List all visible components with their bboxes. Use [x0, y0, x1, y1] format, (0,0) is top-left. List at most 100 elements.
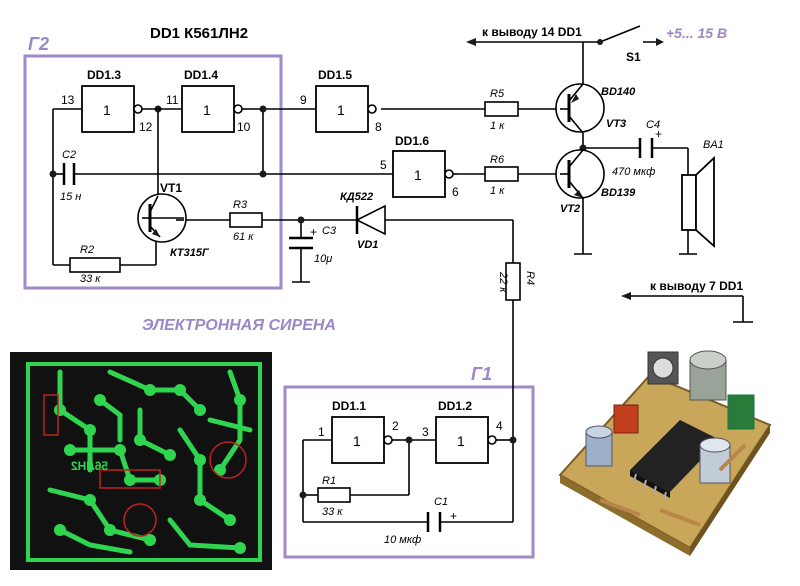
- resistor-r4: R4 22 к: [497, 262, 536, 301]
- gate-dd1-2: DD1.2 1 3 4: [422, 399, 503, 464]
- gate-symbol: 1: [457, 433, 465, 449]
- gate-dd1-5: DD1.5 1 9 8: [300, 68, 382, 134]
- c1-ref: C1: [434, 496, 448, 508]
- board-resistors: [599, 443, 747, 527]
- vt3-type: BD140: [601, 86, 636, 98]
- gate-out-pin: 4: [496, 419, 503, 433]
- vt3-ref: VT3: [606, 118, 626, 130]
- gate-in-pin: 11: [166, 93, 179, 107]
- c4-value: 470 мкф: [612, 166, 655, 178]
- r3-value: 61 к: [233, 231, 254, 243]
- gate-dd1-3: DD1.3 1 13 12: [61, 68, 165, 134]
- r5-ref: R5: [490, 88, 505, 100]
- transistor-vt2: VT2 BD139: [555, 149, 636, 215]
- board-trimmer: [647, 351, 679, 385]
- transistor-vt1: VT1 КТ315Г: [137, 181, 210, 259]
- gate-name: DD1.5: [318, 68, 352, 82]
- r3-ref: R3: [233, 199, 248, 211]
- r5-value: 1 к: [490, 120, 505, 132]
- resistor-r2: R2 33 к: [69, 244, 121, 285]
- board-transistor-can: [689, 350, 727, 401]
- caption-electronic-siren: ЭЛЕКТРОННАЯ СИРЕНА: [142, 317, 336, 334]
- gate-name: DD1.1: [332, 399, 366, 413]
- to-pin14-label: к выводу 14 DD1: [482, 25, 582, 39]
- resistor-r1: R1 33 к: [317, 475, 351, 518]
- diode-vd1: КД522 VD1: [340, 191, 386, 251]
- switch-s1-label: S1: [626, 50, 641, 64]
- gate-symbol: 1: [203, 102, 211, 118]
- figure-title: DD1 К561ЛН2: [150, 25, 248, 42]
- speaker-ba1: BA1: [681, 139, 724, 249]
- c2-ref: C2: [62, 149, 76, 161]
- r2-value: 33 к: [80, 273, 101, 285]
- r2-ref: R2: [80, 244, 94, 256]
- c4-ref: C4: [646, 119, 660, 131]
- c3-polarity: +: [310, 225, 317, 239]
- generator-g1-label: Г1: [471, 364, 492, 384]
- ba1-ref: BA1: [703, 139, 724, 151]
- gate-in-pin: 1: [318, 425, 325, 439]
- board-connector: [727, 394, 755, 430]
- gate-out-pin: 2: [392, 419, 399, 433]
- c3-ref: C3: [322, 225, 337, 237]
- r1-ref: R1: [322, 475, 336, 487]
- gate-name: DD1.4: [184, 68, 218, 82]
- gate-in-pin: 5: [380, 158, 387, 172]
- pcb-silk-text: 56ЛН2: [71, 459, 108, 473]
- gate-symbol: 1: [353, 433, 361, 449]
- to-pin7-label: к выводу 7 DD1: [650, 279, 743, 293]
- vd1-type: КД522: [340, 191, 373, 203]
- gate-in-pin: 3: [422, 425, 429, 439]
- c1-value: 10 мкф: [384, 534, 421, 546]
- gate-in-pin: 13: [61, 93, 75, 107]
- capacitor-c2: C2 15 н: [60, 149, 81, 203]
- gate-symbol: 1: [337, 102, 345, 118]
- vt2-type: BD139: [601, 187, 636, 199]
- capacitor-c3: + C3 10μ: [289, 225, 337, 265]
- r1-value: 33 к: [322, 506, 343, 518]
- generator-g2-label: Г2: [28, 34, 49, 54]
- gate-dd1-1: DD1.1 1 1 2: [318, 399, 399, 464]
- pcb-layout-image: 56ЛН2: [10, 352, 272, 570]
- capacitor-c4: + C4 470 мкф: [612, 119, 662, 178]
- resistor-r3: R3 61 к: [229, 199, 263, 243]
- c4-polarity: +: [655, 127, 662, 141]
- supply-voltage-label: +5... 15 В: [666, 25, 727, 41]
- r4-value: 22 к: [497, 271, 509, 293]
- vt1-type: КТ315Г: [170, 247, 210, 259]
- resistor-r6: R6 1 к: [484, 154, 519, 197]
- c3-value: 10μ: [314, 253, 332, 265]
- gate-out-pin: 10: [237, 120, 251, 134]
- board-electrolytic-cap-left: [585, 425, 613, 467]
- board-film-cap: [613, 404, 639, 434]
- generator-g1-frame: [283, 385, 535, 559]
- vd1-ref: VD1: [357, 239, 378, 251]
- gate-symbol: 1: [414, 167, 422, 183]
- gate-out-pin: 12: [139, 120, 153, 134]
- transistor-vt3: BD140 VT3: [555, 80, 636, 135]
- assembled-board-photo: [558, 350, 772, 556]
- r6-value: 1 к: [490, 185, 505, 197]
- ground-section: к выводу 7 DD1: [621, 279, 743, 300]
- gate-name: DD1.6: [395, 134, 429, 148]
- gate-dd1-4: DD1.4 1 11 10: [166, 68, 251, 134]
- gate-symbol: 1: [103, 102, 111, 118]
- vt2-ref: VT2: [560, 203, 580, 215]
- board-ic: [630, 420, 720, 501]
- c1-polarity: +: [450, 509, 457, 523]
- resistor-r5: R5 1 к: [484, 88, 519, 132]
- gate-in-pin: 9: [300, 93, 307, 107]
- capacitor-c1: + C1 10 мкф: [384, 496, 457, 546]
- gate-name: DD1.3: [87, 68, 121, 82]
- r4-ref: R4: [524, 271, 536, 285]
- power-section: к выводу 14 DD1 S1 +5... 15 В: [466, 25, 727, 64]
- vt1-ref: VT1: [160, 181, 182, 195]
- generator-g2-frame: [23, 54, 283, 290]
- wires: [52, 25, 753, 523]
- gate-name: DD1.2: [438, 399, 472, 413]
- gate-out-pin: 8: [375, 120, 382, 134]
- r6-ref: R6: [490, 154, 505, 166]
- c2-value: 15 н: [60, 191, 81, 203]
